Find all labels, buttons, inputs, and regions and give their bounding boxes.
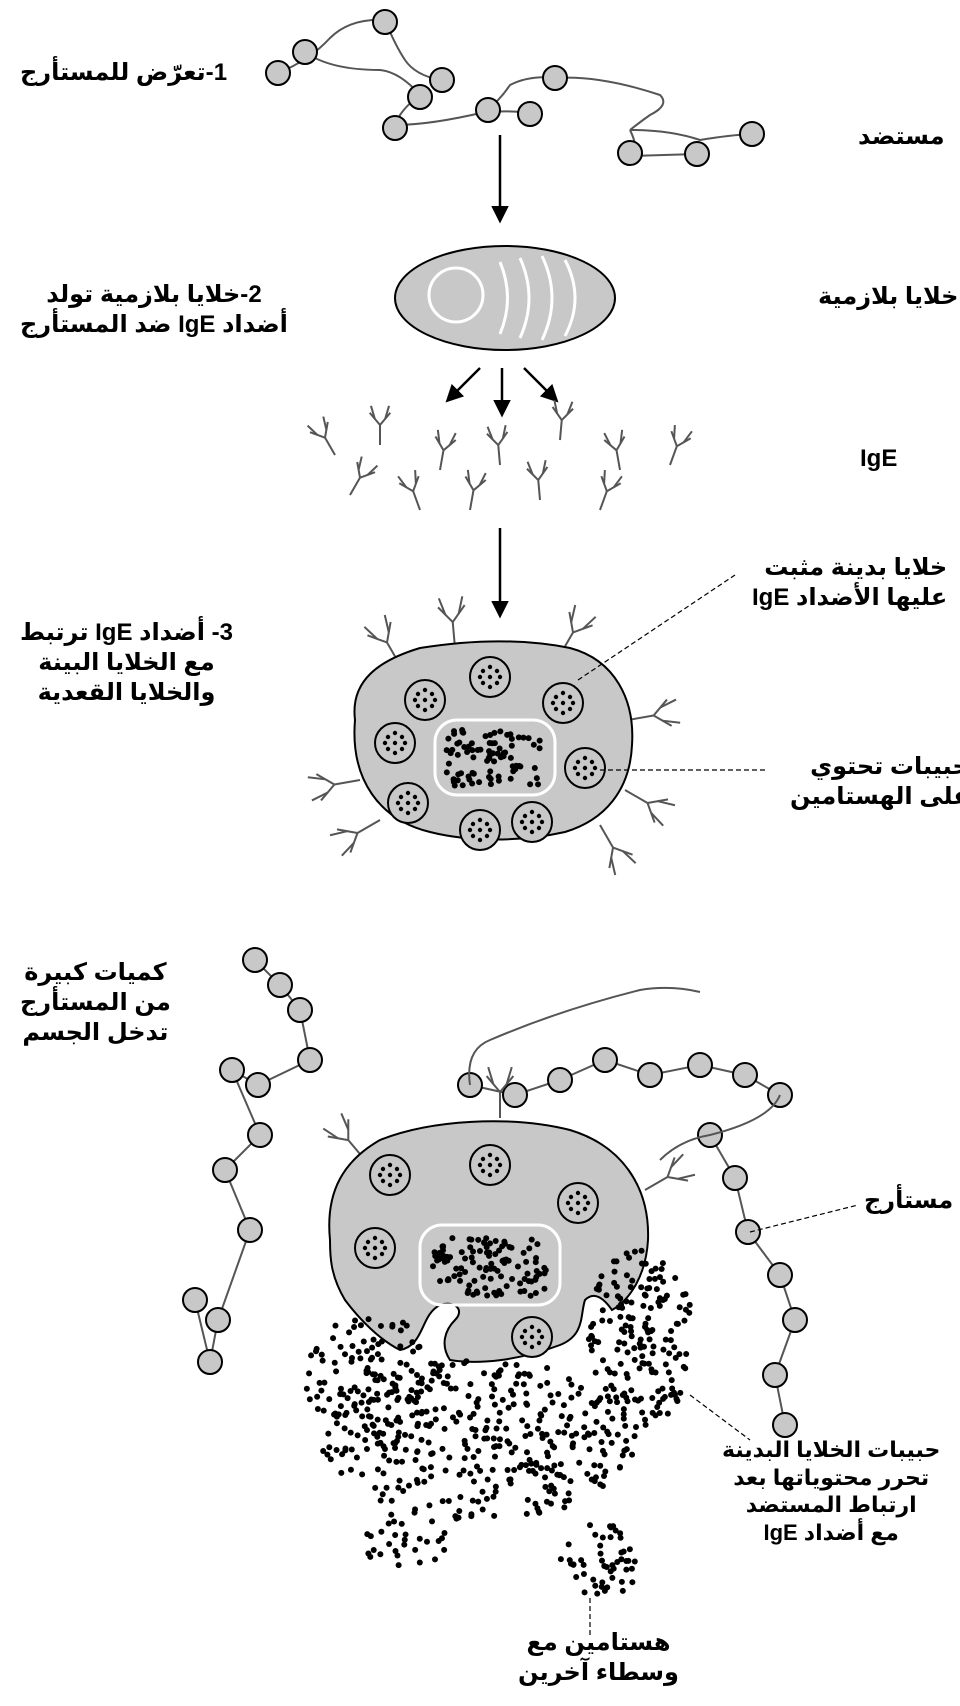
ige-label: IgE (860, 445, 898, 472)
mast-cell-degranulating (182, 947, 808, 1438)
step2-label: 2-خلايا بلازمية تولد أضداد IgE ضد المستأ… (20, 281, 288, 338)
degranulation-label: حبيبات الخلايا البدينة تحرر محتوياتها بع… (722, 1437, 941, 1545)
granules-label: حبيبات تحتوي على الهستامين (790, 753, 960, 810)
mast-cell-sensitized (307, 596, 681, 876)
antigen-chain (277, 18, 753, 157)
plasma-cell (394, 245, 616, 351)
secretion-arrows (445, 367, 559, 418)
antigen-beads (265, 9, 765, 167)
step3-label: 3- أضداد IgE ترتبط مع الخلايا البينة وال… (20, 619, 233, 706)
step4-label: كميات كبيرة من المستأرج تدخل الجسم (20, 959, 171, 1046)
mast-cell-label: خلايا بدينة مثبت عليها الأضداد IgE (752, 554, 948, 611)
allergen-label: مستأرج (864, 1187, 954, 1214)
leader-lines-2 (589, 1204, 859, 1635)
ige-antibodies (306, 400, 693, 511)
antigen-label: مستضد (858, 123, 945, 150)
histamine-cloud (303, 1247, 693, 1597)
histamine-label: هستامين مع وسطاء آخرين (518, 1629, 679, 1686)
step1-label: 1-تعرّض للمستأرج (20, 59, 228, 86)
leader-lines-1 (577, 574, 765, 771)
plasma-cells-label: خلايا بلازمية (818, 283, 959, 310)
